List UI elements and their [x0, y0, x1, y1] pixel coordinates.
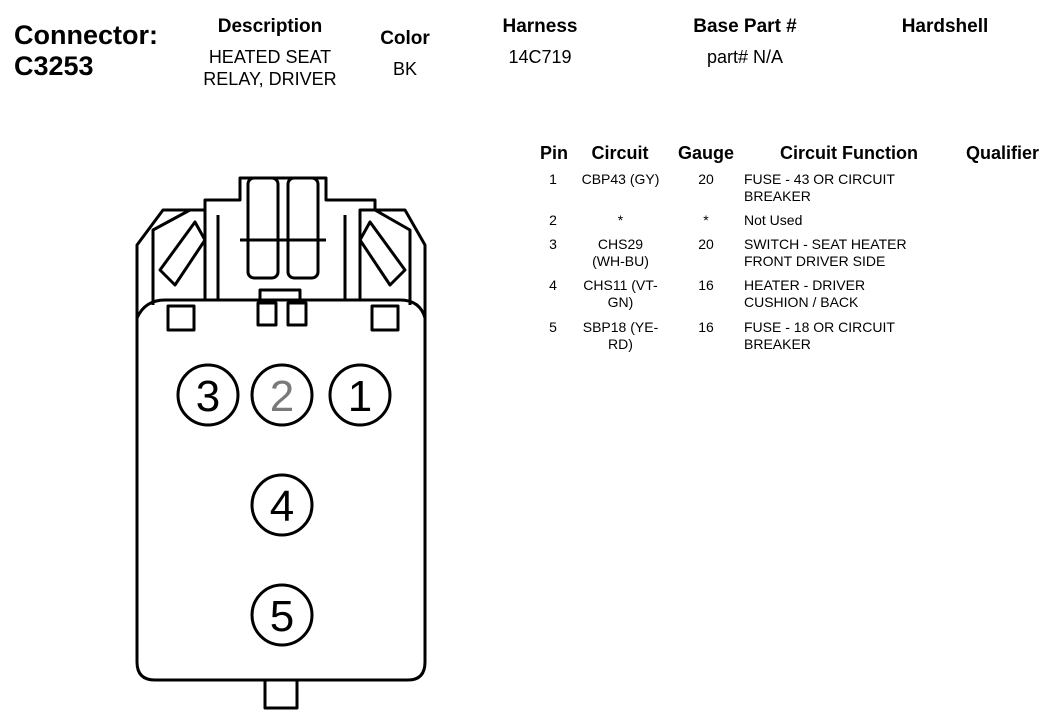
row-3-function-l1: SWITCH - SEAT HEATER: [744, 236, 907, 252]
description-label: Description: [217, 16, 323, 37]
row-5-circuit: SBP18 (YE- RD): [573, 319, 668, 353]
row-5-function: FUSE - 18 OR CIRCUIT BREAKER: [744, 319, 984, 353]
pin-circle-3: [176, 363, 240, 427]
latch-slot-left: [158, 220, 207, 287]
col-header-qualifier: Qualifier: [965, 143, 1040, 163]
color-value: BK: [392, 59, 417, 79]
pin-table-body: 1 CBP43 (GY) 20 FUSE - 43 OR CIRCUIT BRE…: [533, 171, 1053, 356]
row-4-function: HEATER - DRIVER CUSHION / BACK: [744, 277, 984, 311]
row-2-circuit-l1: *: [617, 212, 624, 228]
row-5-circuit-l2: RD): [608, 336, 633, 352]
top-tab-left: [246, 176, 280, 280]
row-1-circuit-l1: CBP43 (GY): [581, 171, 660, 187]
description-line-1: HEATED SEAT: [208, 47, 332, 67]
row-2-function: Not Used: [744, 212, 984, 229]
pin-label-1: 1: [348, 372, 372, 421]
hardshell-label: Hardshell: [901, 16, 989, 37]
pin-circle-1: [328, 363, 392, 427]
row-4-circuit-l1: CHS11 (VT-: [583, 277, 658, 293]
row-4-pin: 4: [549, 277, 557, 293]
pin-circle-2: [250, 363, 314, 427]
row-4-circuit: CHS11 (VT- GN): [573, 277, 668, 311]
row-1-pin: 1: [549, 171, 557, 187]
col-header-gauge: Gauge: [677, 143, 734, 163]
col-header-circuit: Circuit: [591, 143, 649, 163]
row-3-function: SWITCH - SEAT HEATER FRONT DRIVER SIDE: [744, 236, 984, 270]
col-header-circuit-function: Circuit Function: [780, 143, 918, 163]
lug-right: [370, 304, 400, 332]
row-5-function-l2: BREAKER: [744, 336, 811, 352]
harness-value: 14C719: [508, 47, 572, 67]
row-1-function-l2: BREAKER: [744, 188, 811, 204]
row-3-pin: 3: [549, 236, 557, 252]
bottom-key: [263, 678, 299, 710]
top-tab-right: [286, 176, 320, 280]
base-part-value: part# N/A: [706, 47, 784, 67]
row-1-circuit: CBP43 (GY): [573, 171, 668, 188]
description-value: HEATED SEAT RELAY, DRIVER: [180, 46, 360, 90]
row-3-function-l2: FRONT DRIVER SIDE: [744, 253, 886, 269]
connector-label: Connector:: [14, 20, 158, 50]
pin-circle-5: [250, 583, 314, 647]
row-2-gauge: *: [703, 212, 709, 228]
latch-slot-right: [358, 220, 407, 287]
row-2-pin: 2: [549, 212, 557, 228]
connector-outer-housing: [135, 176, 427, 682]
row-5-circuit-l1: SBP18 (YE-: [582, 319, 659, 335]
col-header-pin: Pin: [539, 143, 568, 163]
row-3-gauge: 20: [698, 236, 714, 252]
row-3-circuit-l2: (WH-BU): [592, 253, 649, 269]
row-3-circuit: CHS29 (WH-BU): [573, 236, 668, 270]
row-5-function-l1: FUSE - 18 OR CIRCUIT: [744, 319, 895, 335]
lug-center-right: [286, 301, 308, 327]
harness-label: Harness: [502, 16, 578, 37]
color-label: Color: [380, 28, 430, 49]
row-3-circuit-l1: CHS29: [597, 236, 644, 252]
row-4-circuit-l2: GN): [607, 294, 634, 310]
base-part-label: Base Part #: [693, 16, 797, 37]
row-1-function-l1: FUSE - 43 OR CIRCUIT: [744, 171, 895, 187]
pin-label-4: 4: [270, 482, 294, 531]
row-1-gauge: 20: [698, 171, 714, 187]
pin-label-5: 5: [270, 592, 294, 641]
row-5-gauge: 16: [698, 319, 714, 335]
description-line-2: RELAY, DRIVER: [203, 69, 337, 89]
row-1-function: FUSE - 43 OR CIRCUIT BREAKER: [744, 171, 984, 205]
latch-body: [151, 208, 412, 305]
pin-label-3: 3: [196, 372, 220, 421]
row-4-gauge: 16: [698, 277, 714, 293]
housing-separator: [135, 298, 427, 319]
row-2-function-l1: Not Used: [744, 212, 803, 228]
pin-label-2: 2: [270, 372, 294, 421]
connector-id: C3253: [14, 51, 94, 81]
pin-circle-4: [250, 473, 314, 537]
row-5-pin: 5: [549, 319, 557, 335]
row-4-function-l1: HEATER - DRIVER: [744, 277, 866, 293]
row-2-circuit: *: [573, 212, 668, 229]
row-4-function-l2: CUSHION / BACK: [744, 294, 859, 310]
lug-center-left: [256, 301, 278, 327]
lug-left: [166, 304, 196, 332]
